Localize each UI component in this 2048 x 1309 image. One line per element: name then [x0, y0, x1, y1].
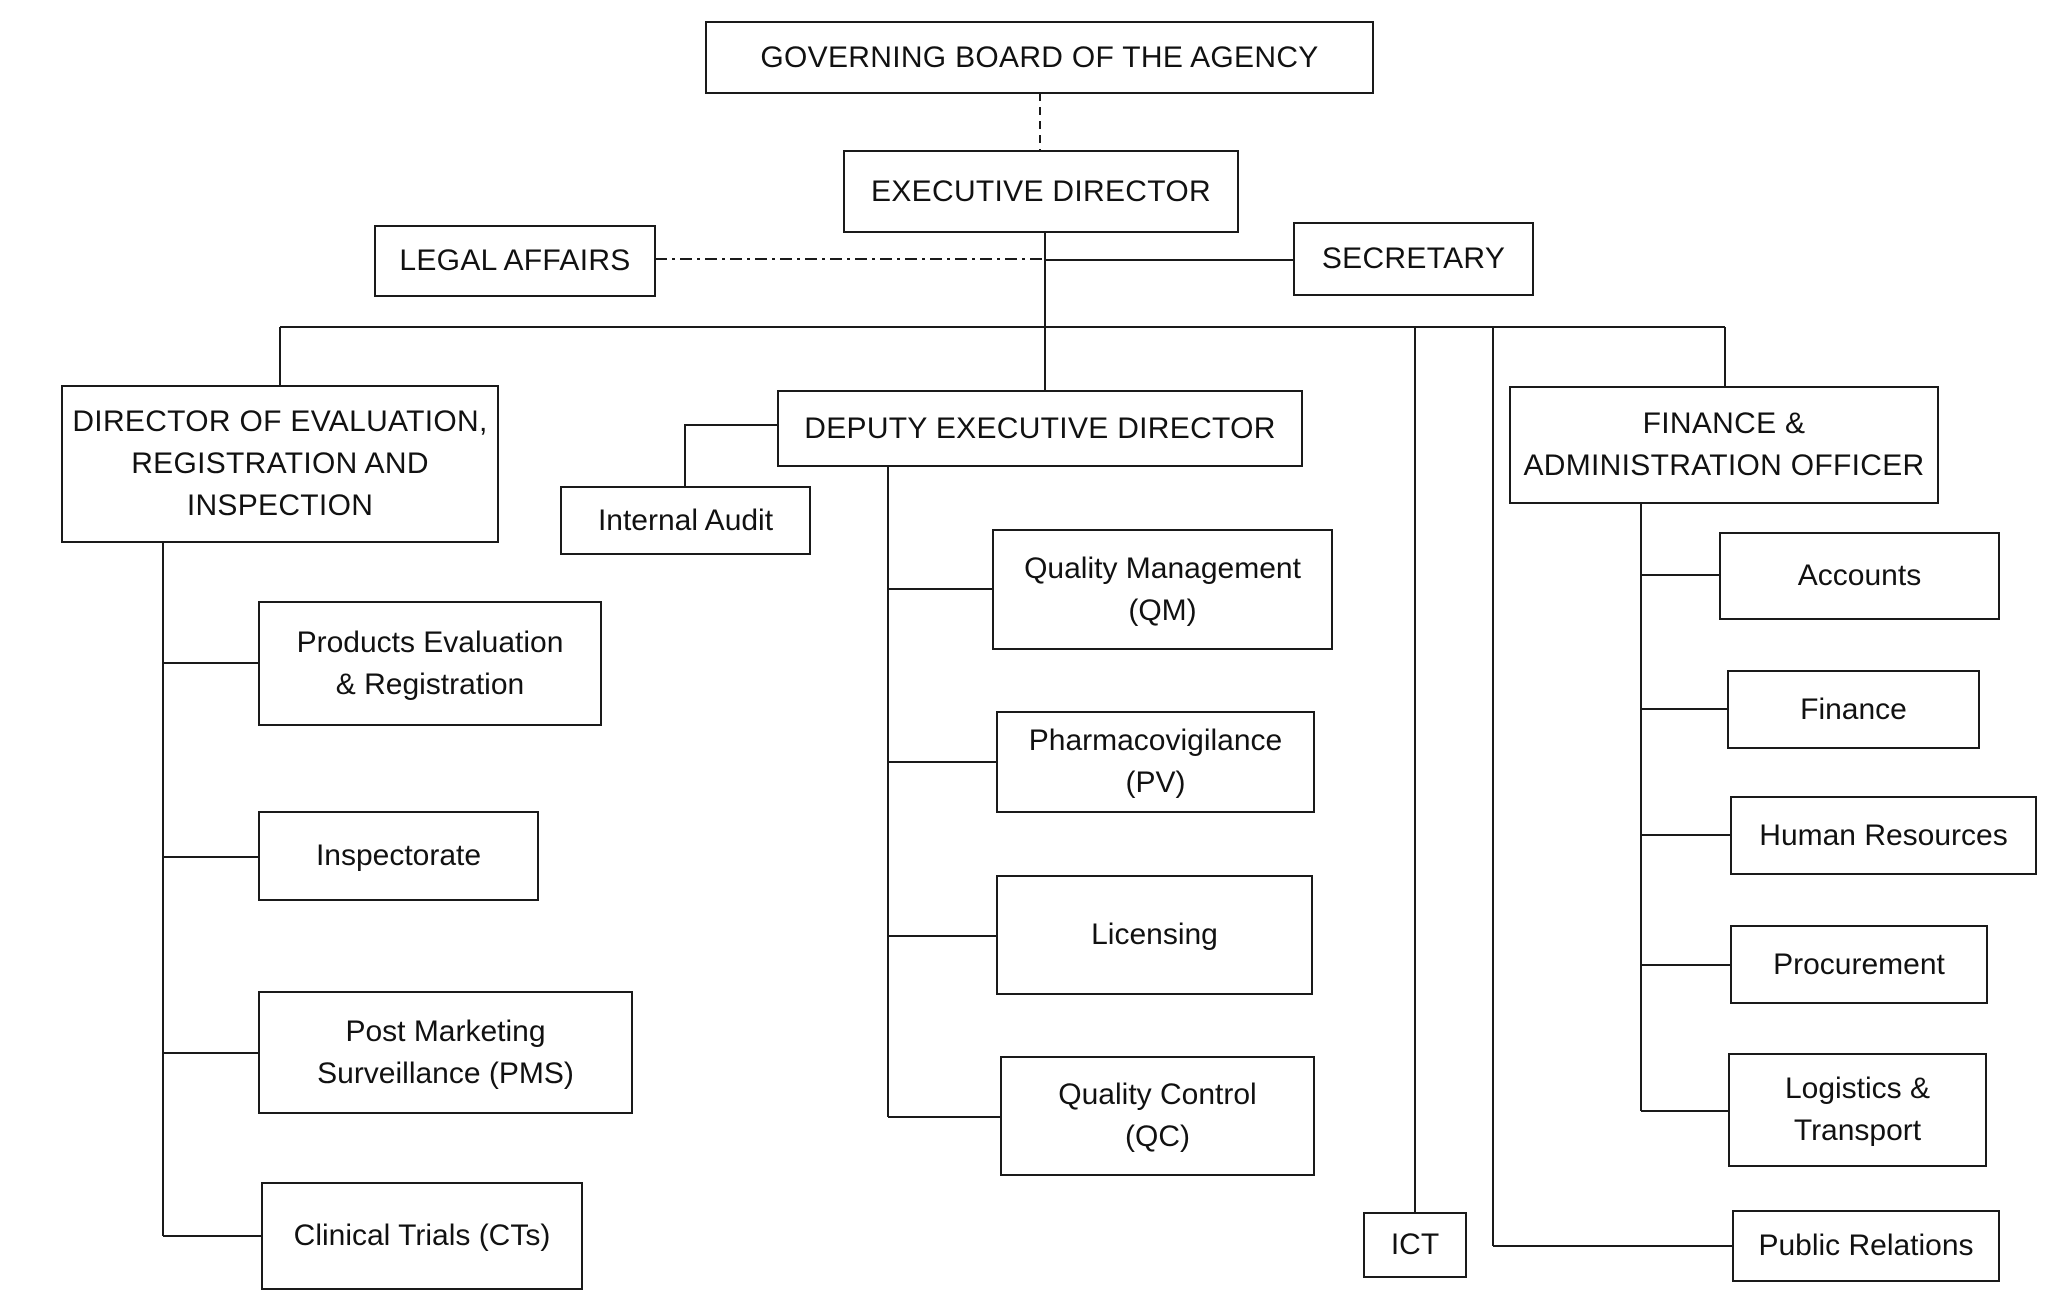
eri-unit-products-evaluation-box: Products Evaluation & Registration — [258, 601, 602, 726]
legal-affairs-box: LEGAL AFFAIRS — [374, 225, 656, 297]
internal-audit-box: Internal Audit — [560, 486, 811, 555]
eri-unit-inspectorate-box: Inspectorate — [258, 811, 539, 901]
fao-unit-accounts-box: Accounts — [1719, 532, 2000, 620]
fao-unit-procurement-box: Procurement — [1730, 925, 1988, 1004]
connector-internal-audit — [684, 424, 778, 487]
deputy-executive-director-box: DEPUTY EXECUTIVE DIRECTOR — [777, 390, 1303, 467]
ded-unit-pharmacovigilance-box: Pharmacovigilance (PV) — [996, 711, 1315, 813]
ict-box: ICT — [1363, 1212, 1467, 1278]
public-relations-box: Public Relations — [1732, 1210, 2000, 1282]
fao-unit-logistics-transport-box: Logistics & Transport — [1728, 1053, 1987, 1167]
fao-unit-human-resources-box: Human Resources — [1730, 796, 2037, 875]
ded-unit-quality-management-box: Quality Management (QM) — [992, 529, 1333, 650]
director-evaluation-registration-inspection-box: DIRECTOR OF EVALUATION, REGISTRATION AND… — [61, 385, 499, 543]
governing-board-box: GOVERNING BOARD OF THE AGENCY — [705, 21, 1374, 94]
ded-unit-licensing-box: Licensing — [996, 875, 1313, 995]
executive-director-box: EXECUTIVE DIRECTOR — [843, 150, 1239, 233]
eri-unit-post-marketing-surveillance-box: Post Marketing Surveillance (PMS) — [258, 991, 633, 1114]
finance-administration-officer-box: FINANCE & ADMINISTRATION OFFICER — [1509, 386, 1939, 504]
fao-unit-finance-box: Finance — [1727, 670, 1980, 749]
eri-unit-clinical-trials-box: Clinical Trials (CTs) — [261, 1182, 583, 1290]
ded-unit-quality-control-box: Quality Control (QC) — [1000, 1056, 1315, 1176]
secretary-box: SECRETARY — [1293, 222, 1534, 296]
